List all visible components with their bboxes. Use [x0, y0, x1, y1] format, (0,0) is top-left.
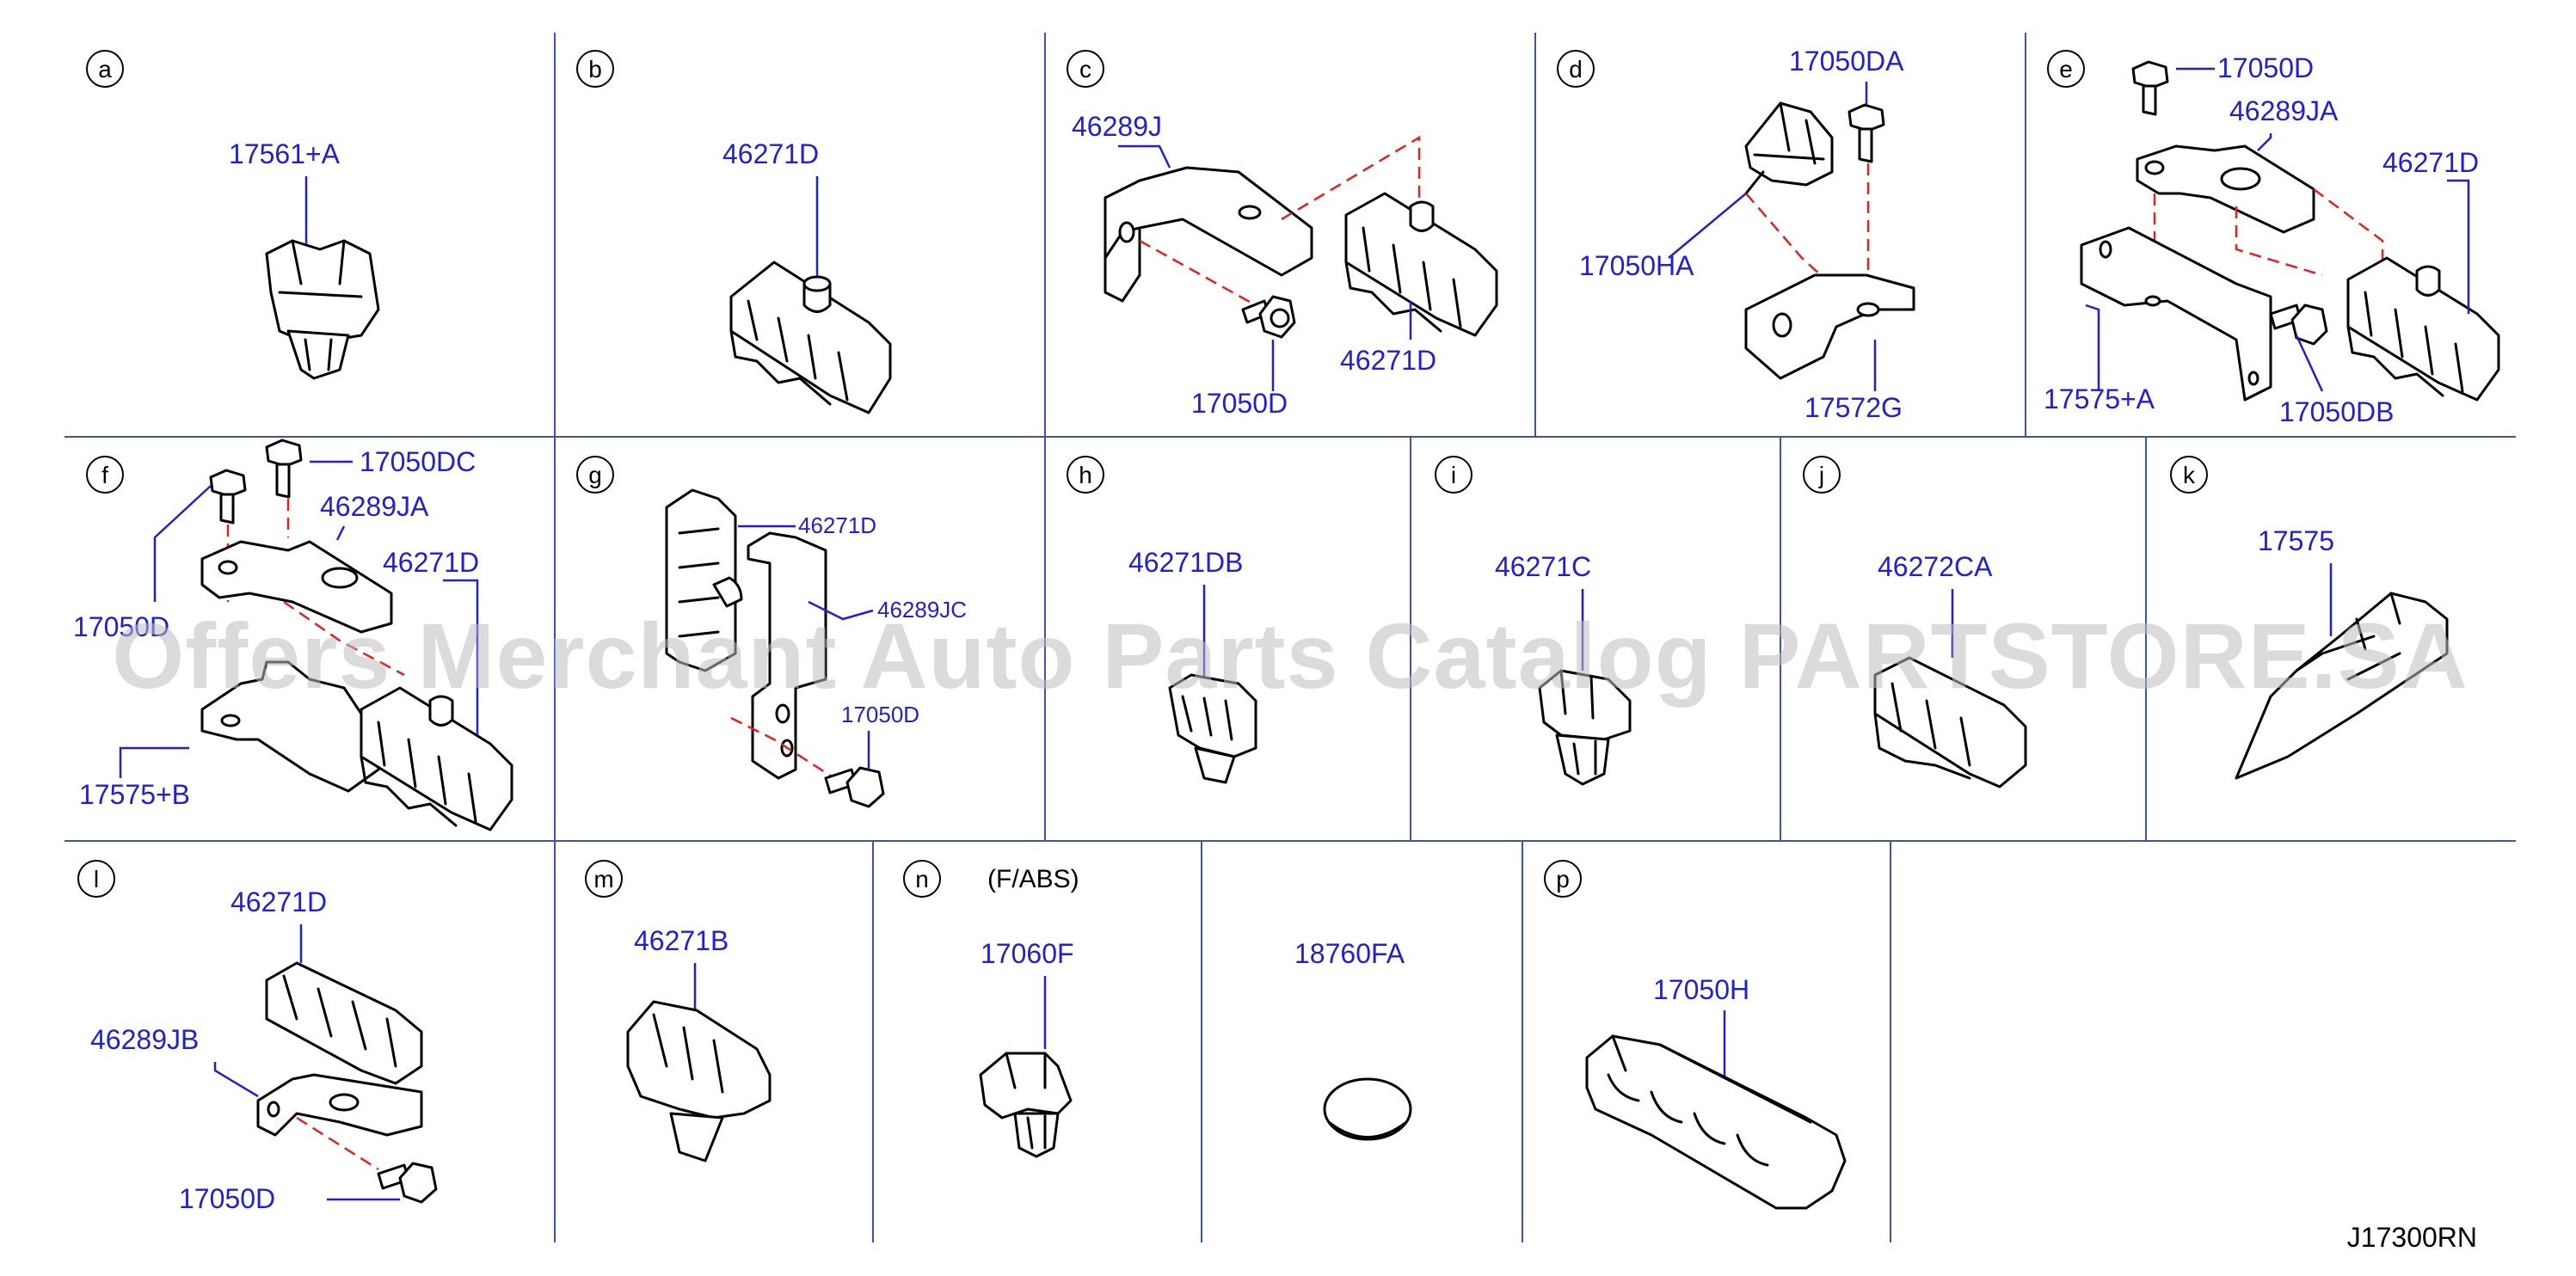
- section-c-part-label-1: 46289J: [1072, 111, 1162, 142]
- clamp-46271d-vertical-icon: [665, 488, 743, 672]
- section-g-letter: g: [588, 462, 602, 488]
- section-j-letter: j: [1818, 462, 1824, 488]
- clamp-46271d-icon: [1344, 192, 1498, 337]
- section-n-letter: n: [915, 866, 929, 893]
- bracket-46289ja-icon: [2136, 144, 2315, 234]
- section-d-part-label-1: 17050DA: [1789, 46, 1904, 77]
- section-f: f 17050DC 46289JA 4627: [73, 439, 513, 831]
- section-p: p 17050H: [1544, 860, 1847, 1210]
- section-l-part-label-3: 17050D: [179, 1183, 275, 1214]
- section-i: i 46271C: [1435, 456, 1632, 786]
- section-h-part-label: 46271DB: [1128, 547, 1243, 578]
- section-n-note: (F/ABS): [987, 865, 1079, 893]
- watermark-text: Offers Merchant Auto Parts Catalog PARTS…: [112, 604, 2468, 708]
- section-f-part-label-4: 17050D: [73, 611, 169, 642]
- section-k: k 17575: [2170, 456, 2449, 780]
- section-k-letter: k: [2183, 462, 2196, 488]
- bolt-17050da-icon: [1847, 103, 1885, 163]
- section-p-part-label: 17050H: [1653, 974, 1749, 1005]
- clip-17575-icon: [2235, 592, 2449, 780]
- section-h: h 46271DB: [1067, 456, 1257, 784]
- bolt-17050d-icon: [377, 1162, 438, 1204]
- clamp-46271d-icon: [729, 261, 892, 414]
- section-c-part-label-2: 46271D: [1340, 345, 1436, 376]
- section-m-letter: m: [593, 866, 613, 893]
- section-j: j 46272CA: [1803, 456, 2027, 788]
- section-o: 18760FA: [1294, 938, 1412, 1141]
- section-o-part-label: 18760FA: [1294, 938, 1405, 969]
- clip-17561-icon: [265, 239, 380, 380]
- section-c: c 46289J 17050D 46271D: [1067, 50, 1498, 419]
- bolt-17050d-icon: [2131, 60, 2169, 116]
- section-e: e 17050D 46289JA: [2044, 50, 2500, 427]
- bolt-17050d-icon: [1241, 295, 1296, 339]
- section-b: b 46271D: [576, 50, 892, 414]
- section-g-part-label-3: 17050D: [841, 702, 919, 727]
- section-b-part-label: 46271D: [722, 138, 819, 169]
- clip-46271c-icon: [1538, 669, 1632, 786]
- section-l-part-label-2: 46289JB: [90, 1024, 199, 1055]
- section-l-letter: l: [94, 866, 99, 893]
- section-f-part-label-5: 17575+B: [79, 779, 190, 810]
- grid-lines: [65, 33, 2516, 1242]
- section-e-letter: e: [2059, 56, 2073, 83]
- clamp-46272ca-icon: [1873, 656, 2027, 788]
- section-c-part-label-3: 17050D: [1191, 388, 1288, 419]
- bolt-17050d-icon: [209, 469, 247, 525]
- section-d-part-label-3: 17572G: [1804, 392, 1903, 423]
- drawing-code: J17300RN: [2347, 1222, 2477, 1253]
- section-g-part-label-1: 46271D: [798, 512, 876, 538]
- clip-46271b-icon: [626, 1000, 772, 1163]
- bracket-17572g-icon: [1744, 273, 1915, 380]
- plug-18760fa-icon: [1323, 1077, 1412, 1141]
- section-d-part-label-2: 17050HA: [1579, 250, 1694, 281]
- clamp-17050h-icon: [1585, 1034, 1847, 1210]
- bracket-17575a-icon: [2080, 226, 2272, 402]
- section-a-letter: a: [98, 56, 112, 83]
- section-e-part-label-1: 17050D: [2217, 52, 2314, 83]
- section-f-part-label-1: 17050DC: [360, 446, 476, 477]
- section-e-part-label-2: 46289JA: [2229, 95, 2339, 126]
- bolt-17050db-icon: [2269, 304, 2328, 346]
- bracket-46289jc-icon: [747, 531, 827, 780]
- section-e-part-label-3: 46271D: [2382, 147, 2479, 178]
- clip-46271db-icon: [1168, 673, 1257, 784]
- bracket-46289ja-icon: [200, 540, 393, 634]
- section-l-part-label-1: 46271D: [231, 886, 327, 917]
- clip-17050ha-icon: [1744, 101, 1834, 195]
- section-h-letter: h: [1079, 462, 1092, 488]
- section-c-letter: c: [1079, 56, 1091, 83]
- clamp-46271d-icon: [360, 686, 513, 831]
- section-i-part-label: 46271C: [1495, 551, 1591, 582]
- section-a-marker: [86, 50, 124, 88]
- section-n: n (F/ABS) 17060F: [903, 860, 1079, 1158]
- clamp-46271d-icon: [2346, 256, 2500, 402]
- section-d-letter: d: [1569, 56, 1583, 83]
- section-p-letter: p: [1556, 866, 1570, 893]
- section-f-part-label-3: 46271D: [383, 547, 479, 578]
- section-m: m 46271B: [585, 860, 772, 1163]
- section-m-part-label: 46271B: [634, 925, 729, 956]
- section-a-part-label: 17561+A: [229, 138, 341, 169]
- section-b-letter: b: [588, 56, 602, 83]
- section-j-part-label: 46272CA: [1878, 551, 1993, 582]
- section-k-part-label: 17575: [2258, 525, 2334, 556]
- bolt-17050dc-icon: [265, 439, 303, 499]
- bracket-46289j-icon: [1104, 166, 1313, 303]
- clip-17060f-icon: [979, 1052, 1073, 1158]
- section-f-letter: f: [101, 462, 108, 488]
- section-g-part-label-2: 46289JC: [877, 597, 967, 623]
- section-n-part-label: 17060F: [981, 938, 1074, 969]
- bolt-17050d-icon: [824, 766, 885, 808]
- section-i-letter: i: [1451, 462, 1456, 488]
- section-l: l 46271D 46289JB 17050D: [77, 860, 438, 1214]
- section-f-part-label-2: 46289JA: [320, 491, 429, 522]
- clamp-46271d-icon: [265, 961, 423, 1085]
- section-e-part-label-5: 17050DB: [2279, 396, 2394, 427]
- section-g: g 46271D 46289JC 17050D: [576, 456, 967, 808]
- section-a: a 17561+A: [86, 50, 380, 380]
- bracket-46289jb-icon: [256, 1073, 423, 1137]
- section-d: d 17050DA 17050HA 17572G: [1557, 46, 1915, 423]
